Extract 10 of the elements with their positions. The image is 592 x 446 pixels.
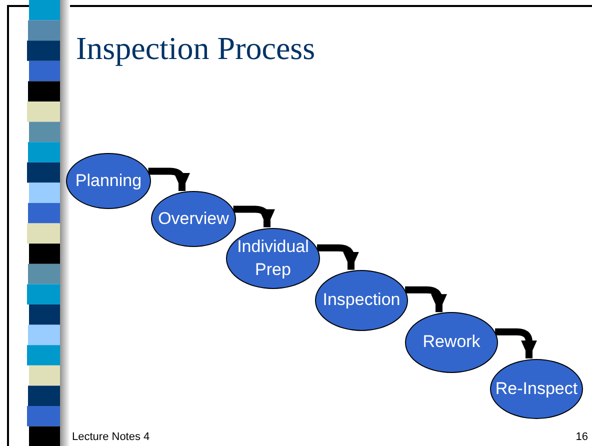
page-number: 16 [576, 431, 588, 443]
node-label: Inspection [322, 289, 400, 312]
node-label: Individual Prep [236, 236, 310, 280]
node-label: Re-Inspect [495, 378, 578, 400]
node-label: Overview [158, 208, 229, 230]
node-label: Rework [422, 331, 480, 354]
slide-title: Inspection Process [76, 30, 316, 67]
footer-text: Lecture Notes 4 [72, 431, 150, 443]
node-label: Planning [75, 170, 142, 192]
process-ellipse [226, 228, 320, 289]
